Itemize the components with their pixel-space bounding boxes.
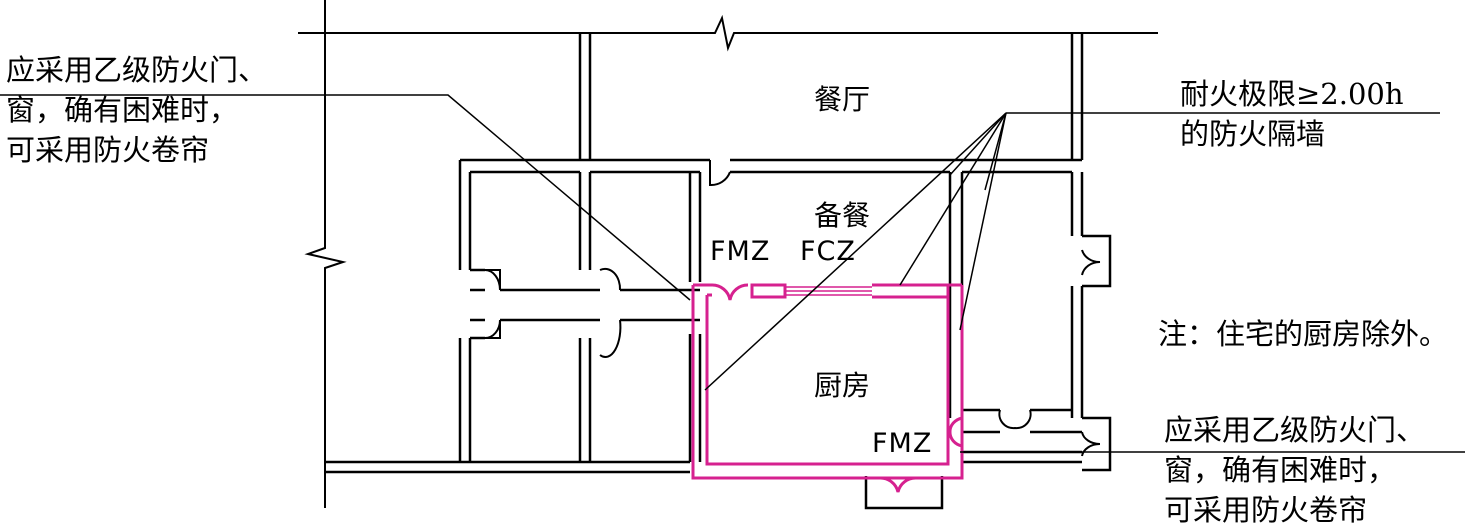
door-swings bbox=[484, 160, 1101, 457]
room-label-dining: 餐厅 bbox=[814, 83, 871, 116]
fire-window bbox=[785, 286, 872, 296]
tag-fire-door-top: FMZ bbox=[710, 236, 771, 267]
annotation-top-left: 应采用乙级防火门、 窗，确有困难时， 可采用防火卷帘 bbox=[6, 50, 267, 170]
room-label-kitchen: 厨房 bbox=[814, 369, 871, 402]
annotation-top-right: 耐火极限≥2.00h 的防火隔墙 bbox=[1180, 74, 1404, 154]
walls bbox=[325, 33, 1112, 510]
annotation-bottom-right-line-1: 应采用乙级防火门、 bbox=[1164, 413, 1426, 447]
annotation-bottom-right-line-2: 窗，确有困难时， bbox=[1164, 453, 1397, 487]
annotation-top-left-line-1: 应采用乙级防火门、 bbox=[6, 53, 268, 87]
annotation-bottom-right-line-3: 可采用防火卷帘 bbox=[1164, 493, 1368, 527]
tag-fire-window: FCZ bbox=[800, 236, 856, 267]
annotation-bottom-right: 应采用乙级防火门、 窗，确有困难时， 可采用防火卷帘 bbox=[1164, 410, 1425, 530]
annotation-top-left-line-3: 可采用防火卷帘 bbox=[6, 133, 210, 167]
tag-fire-door-bottom: FMZ bbox=[872, 428, 933, 459]
annotation-top-right-line-2: 的防火隔墙 bbox=[1180, 117, 1326, 151]
break-line-left bbox=[304, 0, 347, 508]
room-label-pantry: 备餐 bbox=[814, 199, 871, 232]
annotation-top-right-line-1: 耐火极限≥2.00h bbox=[1180, 77, 1404, 111]
break-line-top bbox=[298, 14, 1158, 52]
annotation-note: 注：住宅的厨房除外。 bbox=[1158, 317, 1449, 351]
leader-lines bbox=[0, 94, 1465, 453]
fire-wall bbox=[691, 283, 964, 493]
annotation-top-left-line-2: 窗，确有困难时， bbox=[6, 93, 239, 127]
